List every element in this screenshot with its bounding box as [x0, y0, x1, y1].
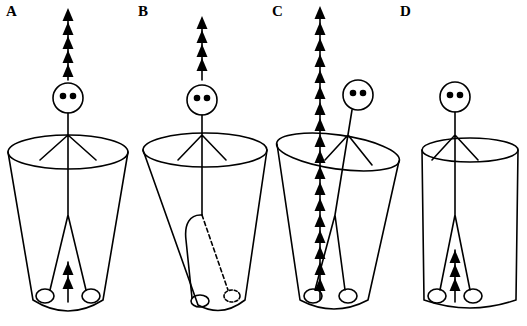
- eye: [361, 91, 366, 96]
- arrow-head: [315, 214, 326, 227]
- cone-rim: [274, 127, 402, 178]
- arrow-heads: [315, 6, 326, 291]
- dashed-leg: [202, 215, 228, 290]
- arrow-head: [450, 278, 461, 291]
- panel-label: A: [6, 4, 17, 19]
- figure-c: [274, 6, 402, 309]
- arrow-head: [63, 50, 74, 63]
- arrow-head: [63, 262, 74, 275]
- arrow-heads: [197, 16, 208, 71]
- arrow-head: [197, 30, 208, 43]
- arrow-head: [63, 64, 74, 77]
- arrow-head: [315, 22, 326, 35]
- panel-label: D: [400, 4, 411, 19]
- arrow-head: [63, 8, 74, 21]
- figure-b: [143, 16, 267, 310]
- arrow-head: [315, 230, 326, 243]
- eye: [458, 93, 463, 98]
- foot: [428, 289, 446, 303]
- panel-label: B: [138, 4, 148, 19]
- foot: [464, 289, 482, 303]
- head: [440, 82, 470, 112]
- stick-body: [315, 110, 372, 290]
- arrow-head: [315, 150, 326, 163]
- arrow-head: [197, 58, 208, 71]
- arrow-head: [315, 102, 326, 115]
- figure-a: [8, 8, 128, 311]
- dashed-foot: [224, 290, 240, 302]
- foot: [36, 289, 54, 303]
- arrow-head: [63, 22, 74, 35]
- bent-leg: [186, 215, 202, 298]
- arrow-head: [315, 118, 326, 131]
- foot: [82, 289, 100, 303]
- arrow-head: [315, 182, 326, 195]
- arrow-head: [315, 54, 326, 67]
- panel-label: C: [272, 4, 283, 19]
- foot: [339, 289, 357, 303]
- arrow-head: [315, 198, 326, 211]
- stick-body: [40, 113, 96, 290]
- eye: [205, 96, 210, 101]
- arrow-head: [315, 134, 326, 147]
- cone-body: [277, 144, 399, 309]
- stick-body: [178, 115, 226, 215]
- arrow-head: [315, 166, 326, 179]
- cylinder-body: [422, 150, 518, 308]
- eye: [351, 91, 356, 96]
- eye: [448, 93, 453, 98]
- eye: [71, 94, 76, 99]
- arrow-head: [197, 16, 208, 29]
- head: [53, 83, 83, 113]
- arrow-head: [197, 44, 208, 57]
- arrow-head: [63, 276, 74, 289]
- arrow-head: [450, 250, 461, 263]
- figure-d: [422, 82, 518, 308]
- head: [343, 80, 373, 110]
- foot: [191, 295, 209, 307]
- arrow-head: [63, 36, 74, 49]
- eye: [195, 96, 200, 101]
- arrow-head: [315, 38, 326, 51]
- arrow-head: [315, 70, 326, 83]
- head: [187, 85, 217, 115]
- arrow-head: [315, 6, 326, 19]
- arrow-head: [450, 264, 461, 277]
- foot: [304, 289, 322, 303]
- cone-body: [143, 150, 267, 310]
- cylinder-rim: [422, 138, 518, 162]
- arrow-head: [315, 86, 326, 99]
- eye: [61, 94, 66, 99]
- arrow-heads: [63, 8, 74, 77]
